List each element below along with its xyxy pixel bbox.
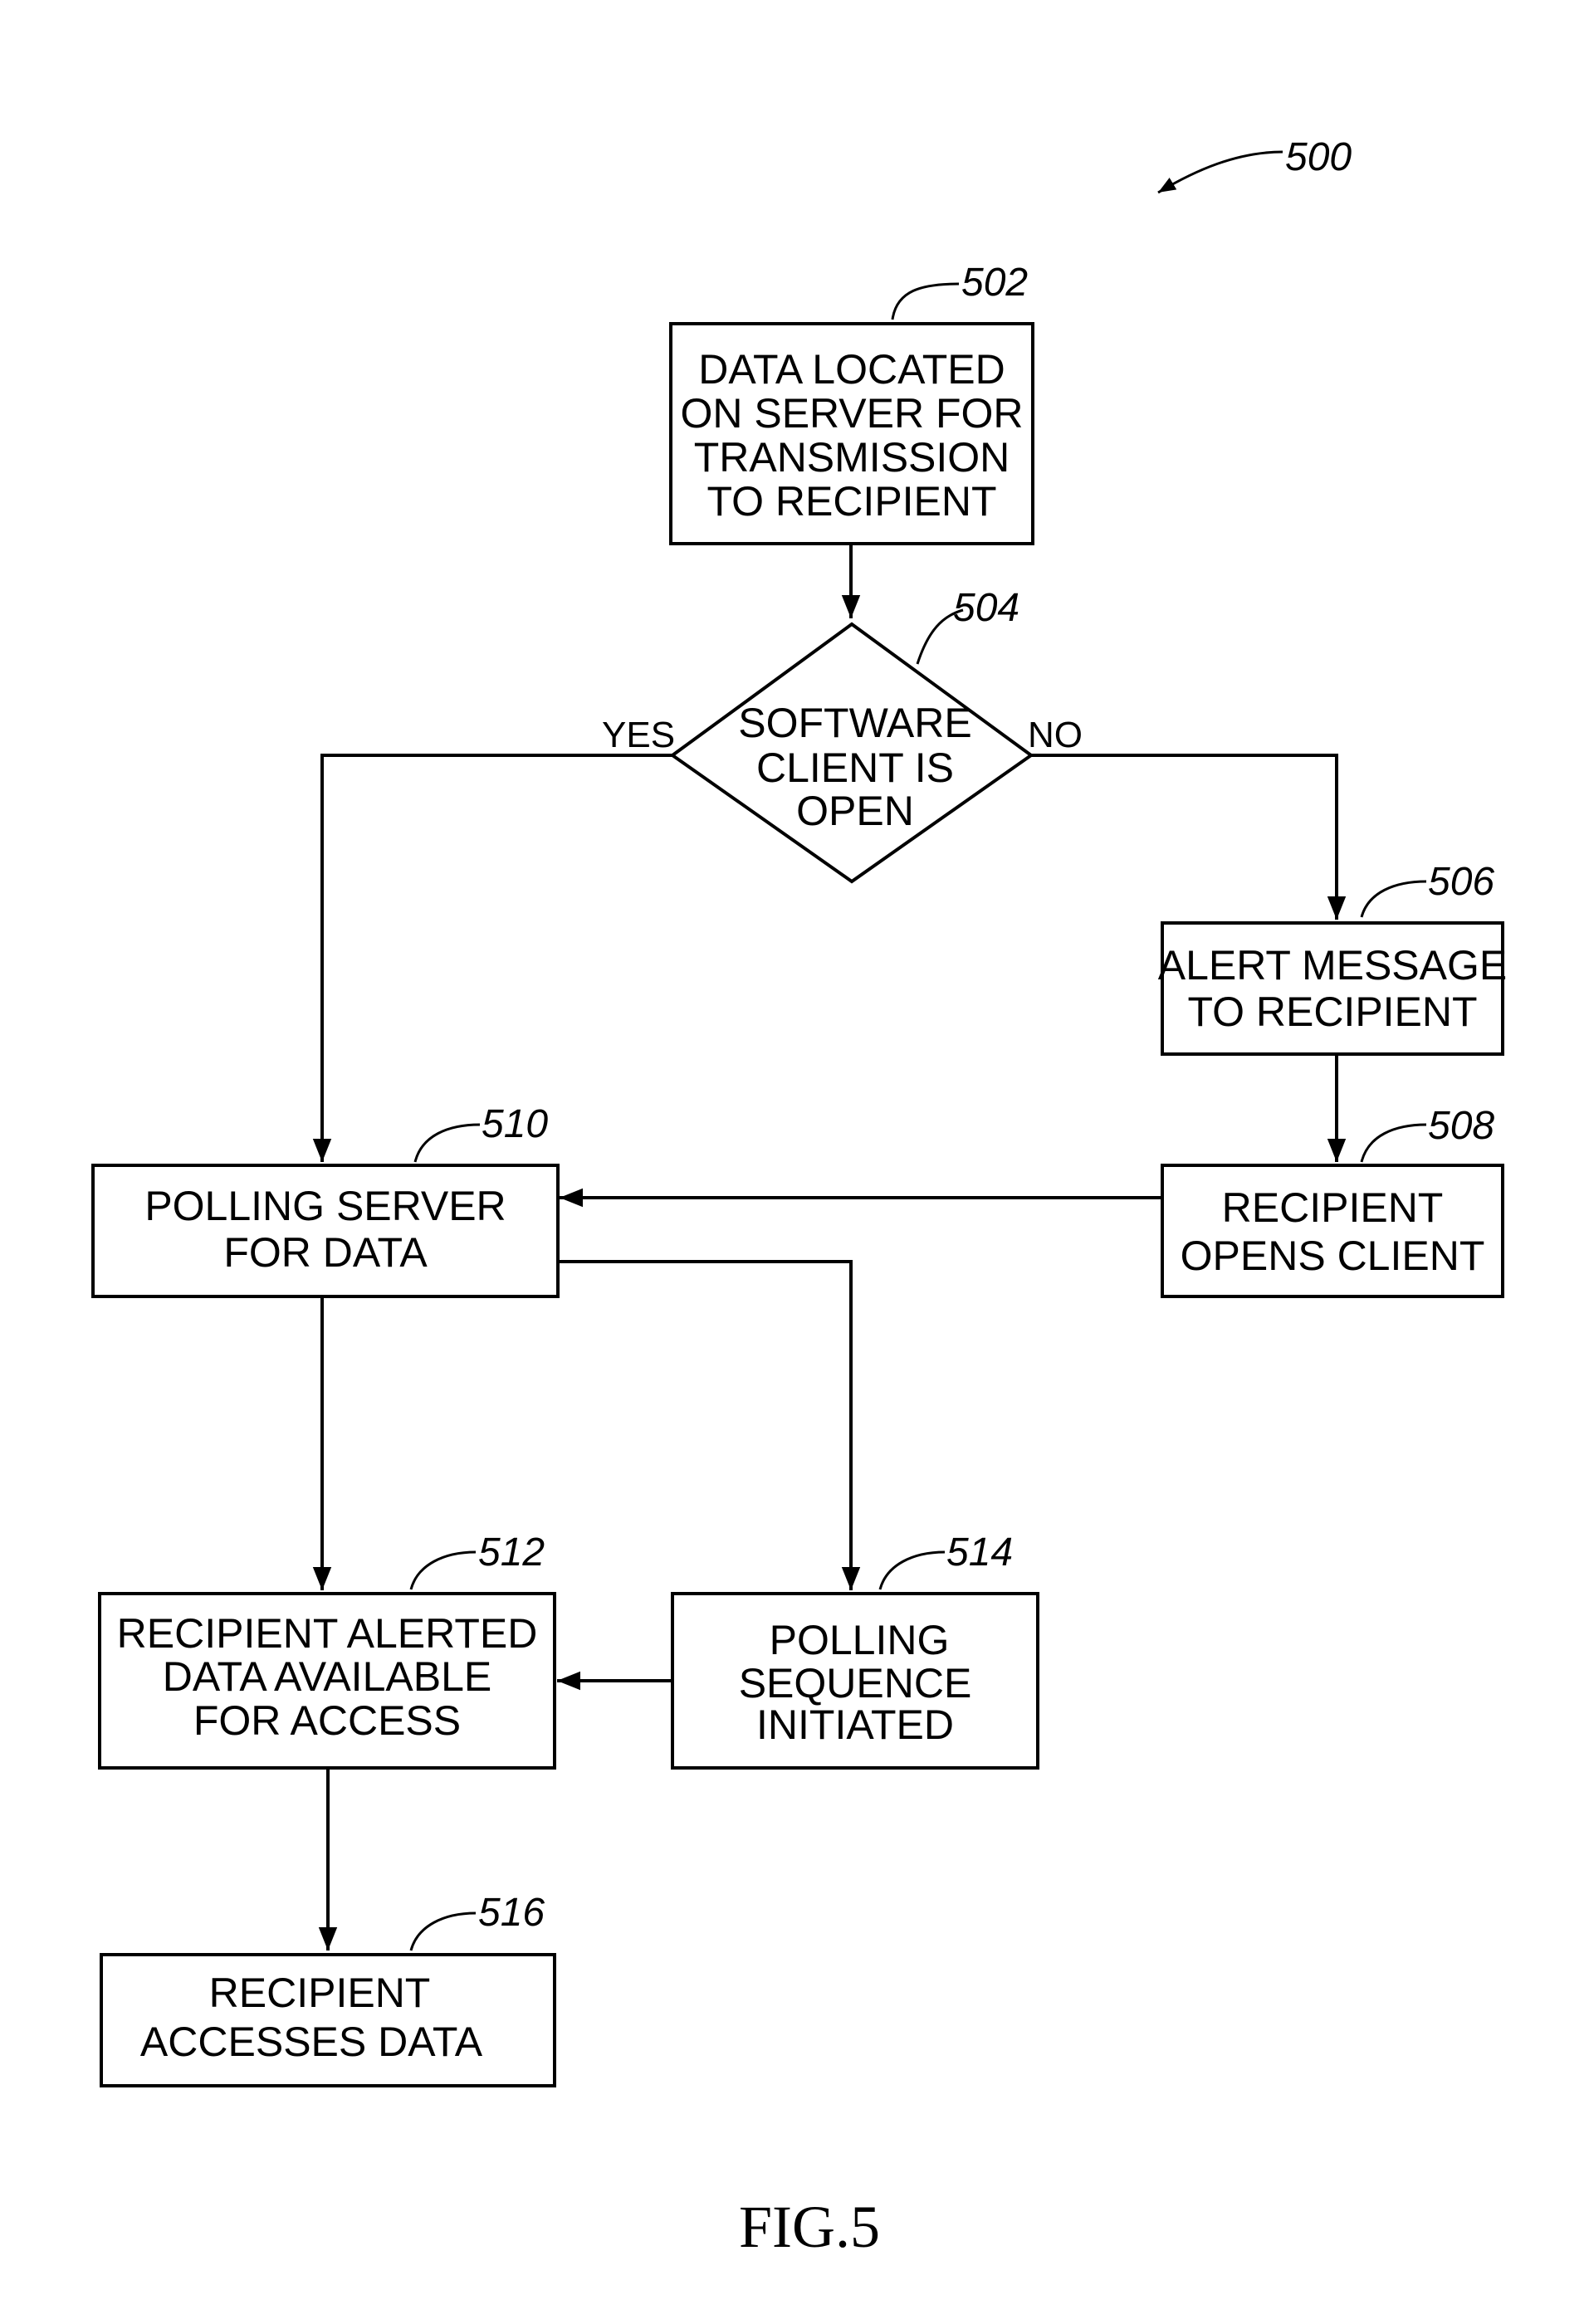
ref-label-512: 512 xyxy=(478,1531,545,1575)
process-box-508: RECIPIENT OPENS CLIENT xyxy=(1162,1165,1503,1296)
ref-label-510: 510 xyxy=(482,1102,548,1146)
process-box-516: RECIPIENT ACCESSES DATA xyxy=(101,1955,555,2086)
box-502-line-2: ON SERVER FOR xyxy=(680,390,1023,437)
connector-504-510-yes xyxy=(322,755,672,1162)
box-516-line-1: RECIPIENT xyxy=(209,1970,431,2016)
ref-label-504: 504 xyxy=(953,586,1019,630)
ref-leader-516 xyxy=(411,1913,476,1950)
box-508-line-2: OPENS CLIENT xyxy=(1181,1233,1485,1279)
box-514-line-1: POLLING xyxy=(770,1617,950,1663)
figure-number: 500 xyxy=(1285,135,1352,179)
diamond-504-line-2: CLIENT IS xyxy=(756,745,954,791)
box-512-line-1: RECIPIENT ALERTED xyxy=(117,1610,538,1657)
box-514-line-3: INITIATED xyxy=(756,1702,954,1748)
branch-label-yes: YES xyxy=(602,715,675,755)
figure-leader-arrow xyxy=(1158,152,1283,193)
process-box-512: RECIPIENT ALERTED DATA AVAILABLE FOR ACC… xyxy=(100,1594,555,1768)
ref-leader-506 xyxy=(1362,881,1426,917)
box-506-line-2: TO RECIPIENT xyxy=(1187,989,1477,1035)
ref-leader-514 xyxy=(880,1552,945,1589)
ref-leader-512 xyxy=(411,1552,476,1589)
box-512-line-2: DATA AVAILABLE xyxy=(163,1653,491,1700)
box-512-line-3: FOR ACCESS xyxy=(193,1697,461,1744)
box-510-line-2: FOR DATA xyxy=(223,1229,428,1276)
box-502-line-3: TRANSMISSION xyxy=(694,434,1010,481)
ref-label-514: 514 xyxy=(946,1531,1013,1575)
connector-510-514 xyxy=(560,1262,851,1590)
process-box-506: ALERT MESSAGE TO RECIPIENT xyxy=(1158,923,1508,1054)
process-box-514: POLLING SEQUENCE INITIATED xyxy=(672,1594,1038,1768)
figure-caption: FIG.5 xyxy=(739,2194,880,2260)
ref-leader-502 xyxy=(892,284,959,320)
process-box-502: DATA LOCATED ON SERVER FOR TRANSMISSION … xyxy=(671,324,1033,544)
ref-label-502: 502 xyxy=(961,261,1028,305)
process-box-510: POLLING SERVER FOR DATA xyxy=(93,1165,558,1296)
box-510-line-1: POLLING SERVER xyxy=(144,1183,506,1229)
ref-label-516: 516 xyxy=(478,1891,545,1935)
ref-label-508: 508 xyxy=(1428,1104,1494,1148)
diamond-504-line-3: OPEN xyxy=(796,788,914,834)
box-508-line-1: RECIPIENT xyxy=(1222,1184,1444,1231)
ref-leader-508 xyxy=(1362,1125,1426,1162)
box-514-line-2: SEQUENCE xyxy=(739,1660,972,1706)
ref-label-506: 506 xyxy=(1428,860,1494,904)
ref-leader-510 xyxy=(415,1125,480,1162)
decision-diamond-504: SOFTWARE CLIENT IS OPEN xyxy=(672,624,1031,881)
connector-504-506-no xyxy=(1031,755,1337,920)
box-502-line-1: DATA LOCATED xyxy=(698,346,1005,393)
branch-label-no: NO xyxy=(1028,715,1083,755)
diamond-504-line-1: SOFTWARE xyxy=(738,700,971,746)
box-506-line-1: ALERT MESSAGE xyxy=(1158,942,1508,989)
box-502-line-4: TO RECIPIENT xyxy=(706,478,996,525)
box-516-line-2: ACCESSES DATA xyxy=(140,2019,483,2065)
